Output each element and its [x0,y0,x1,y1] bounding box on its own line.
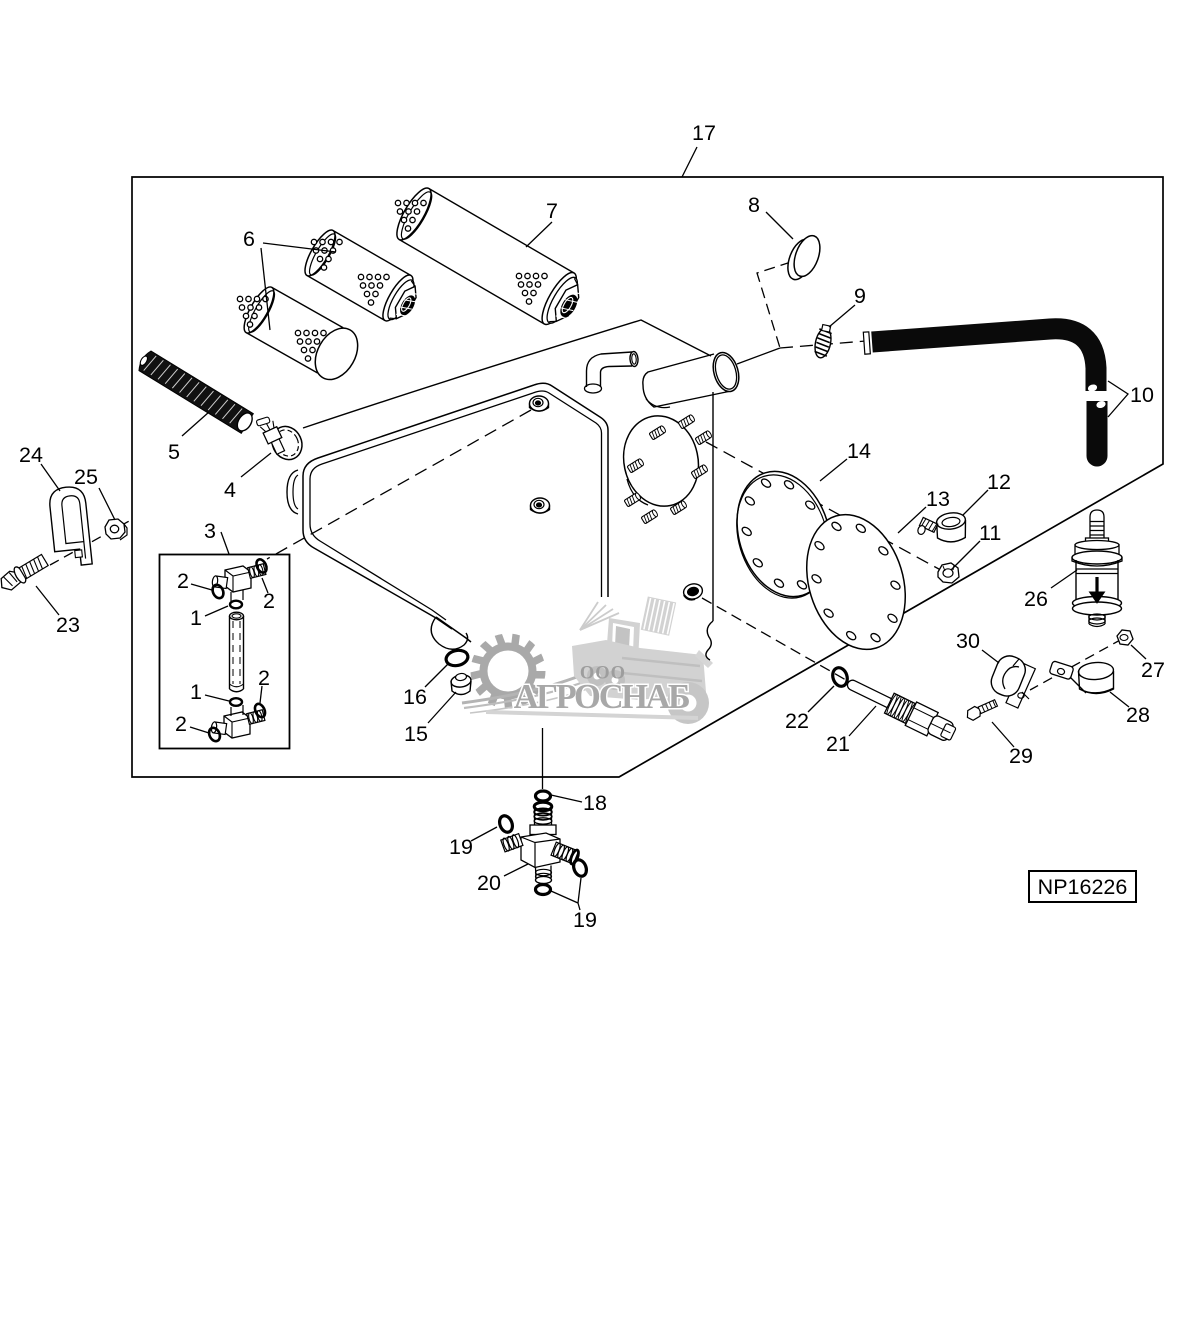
svg-text:29: 29 [1009,744,1033,768]
svg-text:7: 7 [546,199,558,223]
svg-text:20: 20 [477,871,501,895]
svg-text:25: 25 [74,465,98,489]
svg-text:2: 2 [177,569,189,593]
svg-text:12: 12 [987,470,1011,494]
svg-text:30: 30 [956,629,980,653]
svg-text:3: 3 [204,519,216,543]
svg-text:2: 2 [175,712,187,736]
svg-text:NP16226: NP16226 [1038,875,1128,899]
svg-text:14: 14 [847,439,871,463]
svg-text:11: 11 [979,521,1001,545]
svg-text:17: 17 [692,121,716,145]
svg-text:ООО: ООО [580,664,626,684]
svg-text:19: 19 [449,835,473,859]
svg-text:5: 5 [168,440,180,464]
svg-text:15: 15 [404,722,428,746]
svg-text:1: 1 [190,680,202,704]
svg-text:2: 2 [258,666,270,690]
svg-text:1: 1 [190,606,202,630]
svg-text:9: 9 [854,284,866,308]
svg-text:21: 21 [826,732,850,756]
svg-text:26: 26 [1024,587,1048,611]
svg-text:19: 19 [573,908,597,932]
svg-text:8: 8 [748,193,760,217]
svg-text:13: 13 [926,487,950,511]
svg-text:22: 22 [785,709,809,733]
svg-text:23: 23 [56,613,80,637]
svg-text:27: 27 [1141,658,1165,682]
svg-text:16: 16 [403,685,427,709]
svg-text:18: 18 [583,791,607,815]
svg-text:28: 28 [1126,703,1150,727]
svg-text:2: 2 [263,589,275,613]
svg-text:10: 10 [1130,383,1154,407]
svg-text:АГРОСНАБ: АГРОСНАБ [514,678,690,716]
svg-text:6: 6 [243,227,255,251]
svg-text:4: 4 [224,478,236,502]
svg-text:24: 24 [19,443,43,467]
